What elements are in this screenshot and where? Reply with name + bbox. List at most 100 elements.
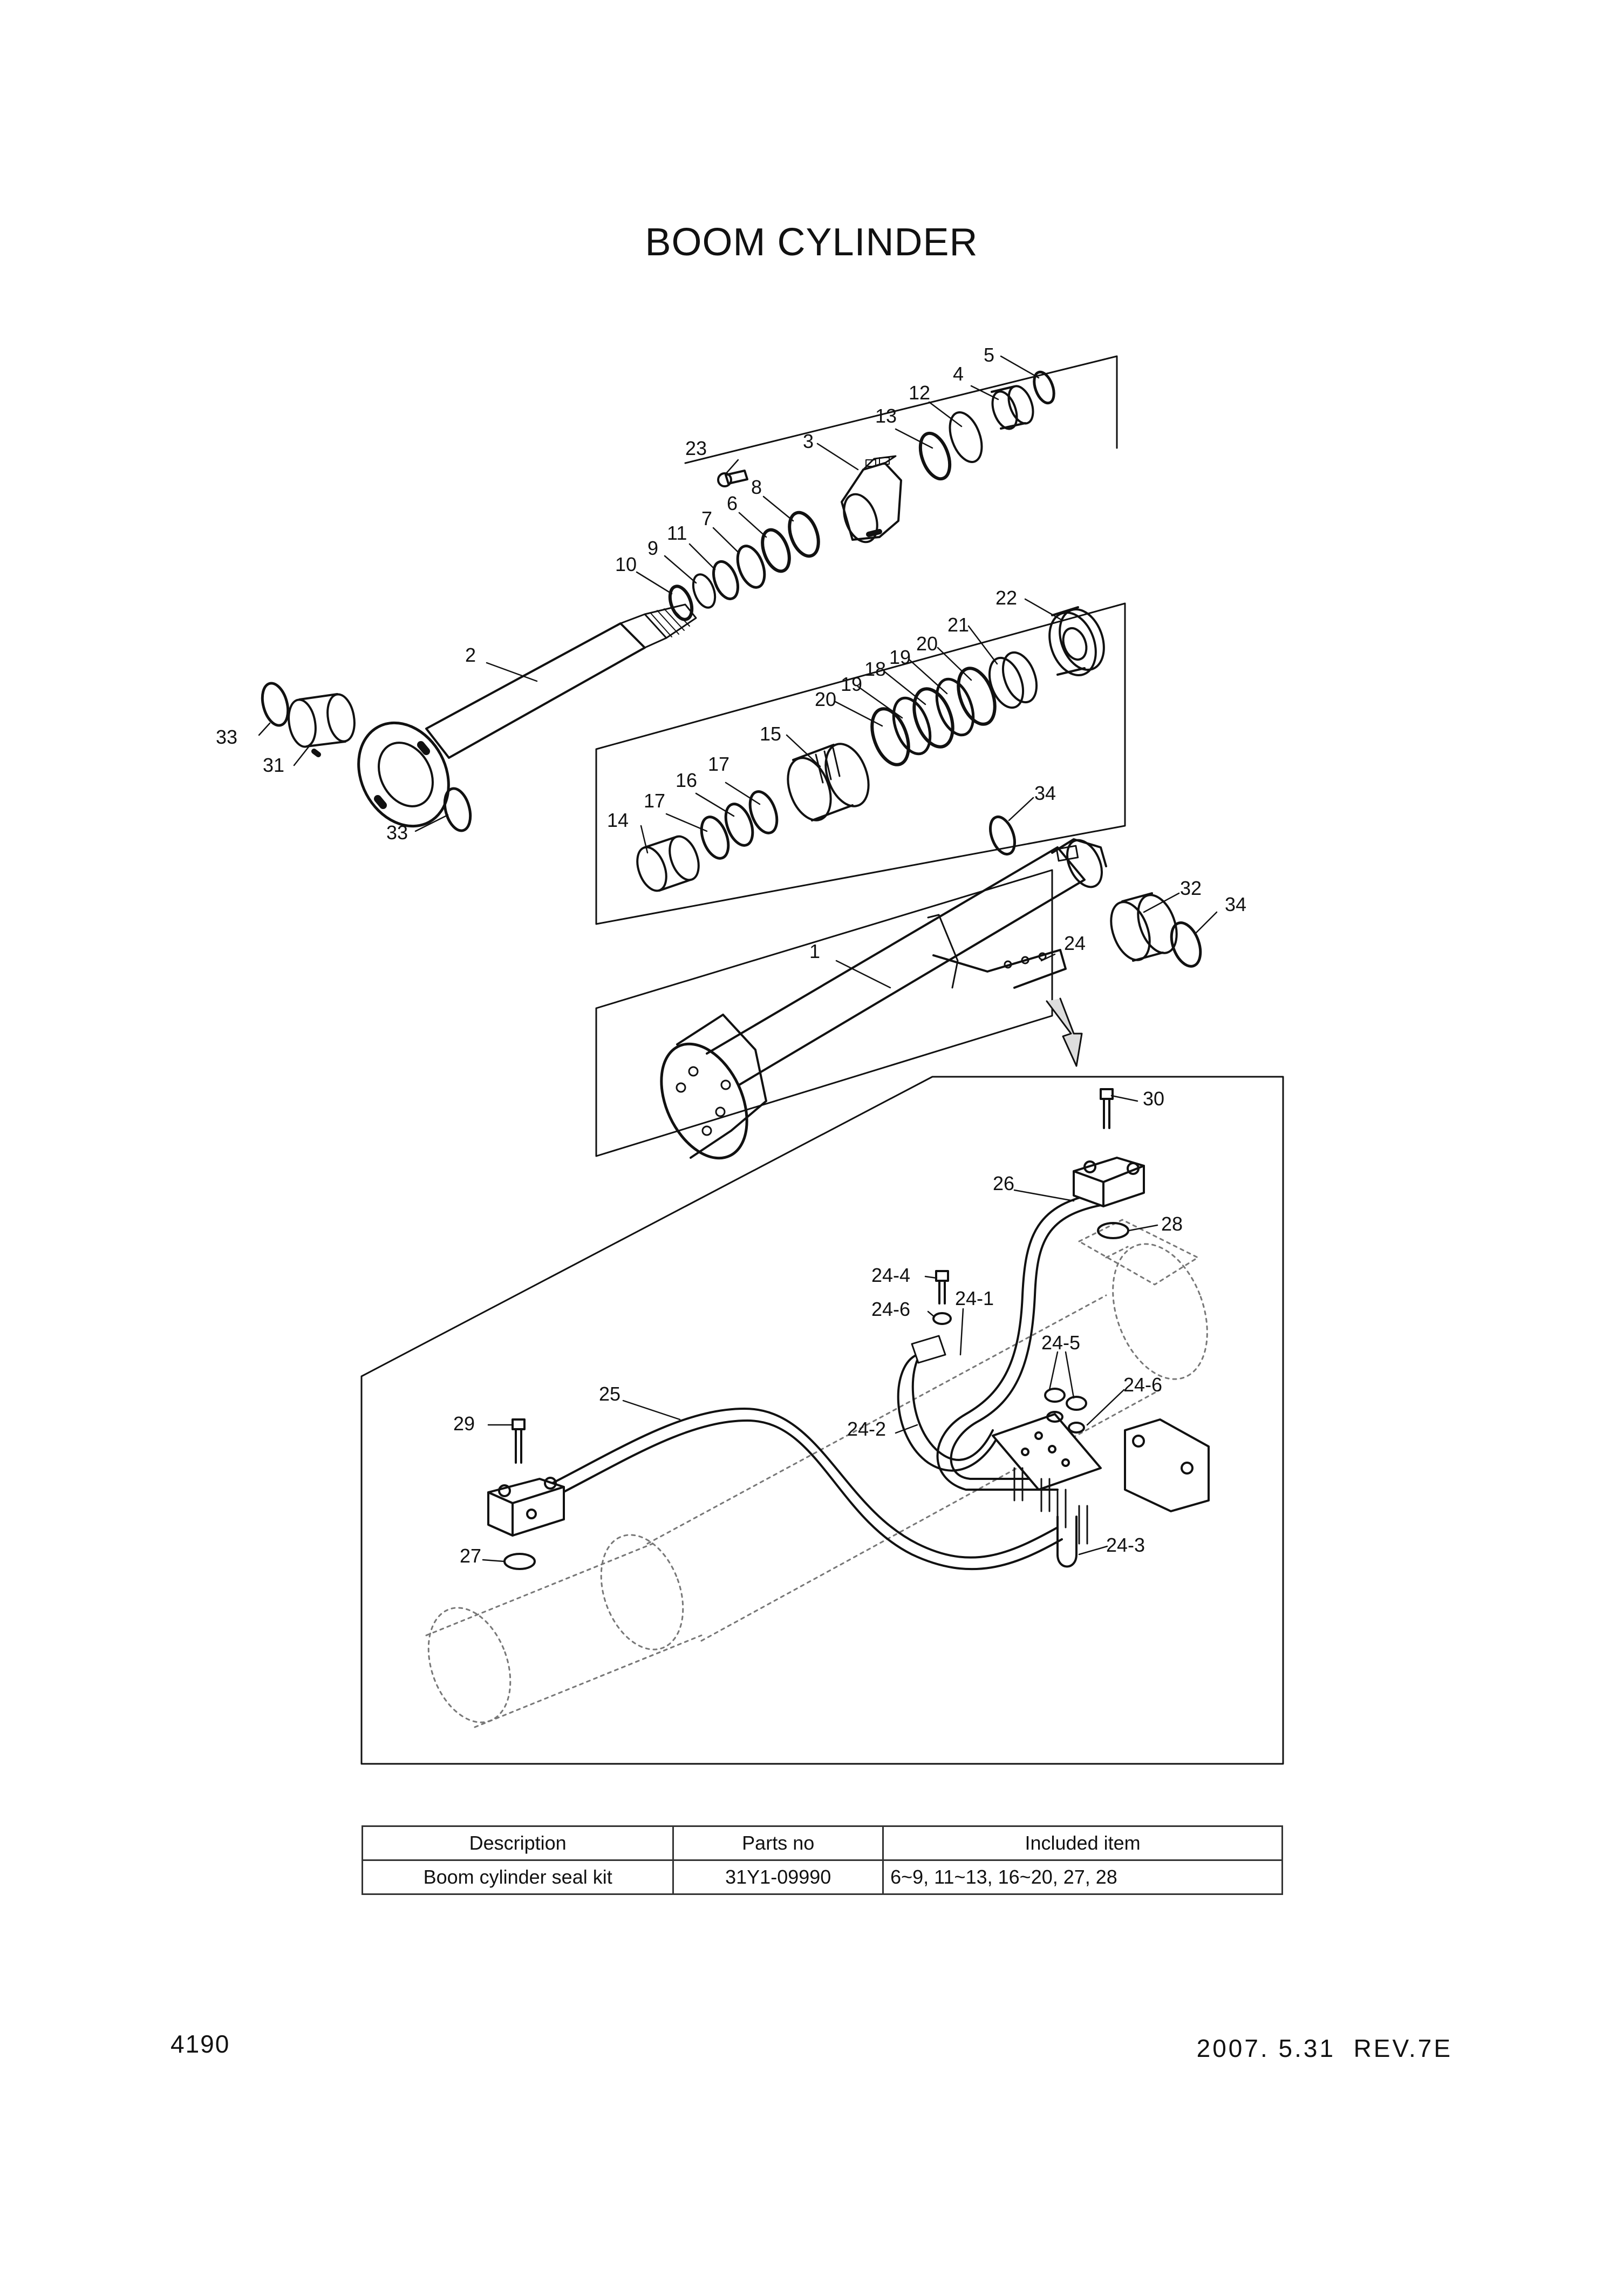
ring-19a <box>935 677 975 737</box>
snap-ring-34b <box>1170 921 1202 968</box>
callout-23: 23 <box>685 437 707 459</box>
callout-20b: 20 <box>815 688 836 710</box>
callout-15: 15 <box>760 723 781 745</box>
leader-lines <box>258 355 1218 1563</box>
o-ring-27 <box>503 1553 536 1570</box>
callout-13: 13 <box>875 405 897 427</box>
u-bolt-24-3 <box>1056 1516 1078 1568</box>
tube-group <box>595 815 1202 1160</box>
callout-19a: 19 <box>889 646 911 668</box>
snap-ring-33a <box>261 682 290 727</box>
callout-24-2: 24-2 <box>847 1418 886 1440</box>
cylinder-tube-1 <box>660 838 1107 1160</box>
callout-6: 6 <box>727 492 738 514</box>
callout-24-6a: 24-6 <box>871 1298 910 1320</box>
callout-12: 12 <box>909 382 930 404</box>
callout-31: 31 <box>263 754 284 776</box>
plate-24-2 <box>992 1413 1102 1545</box>
callout-18: 18 <box>864 658 886 680</box>
callout-24-6b: 24-6 <box>1123 1374 1162 1396</box>
callout-24-4: 24-4 <box>871 1264 910 1286</box>
o-ring-17b <box>748 790 779 834</box>
snap-ring-9 <box>692 573 717 609</box>
callout-labels: 5 4 12 13 3 23 8 6 7 11 9 10 2 33 31 33 … <box>216 344 1246 1567</box>
nut-22 <box>1048 606 1105 677</box>
washer-24-6b <box>1046 1411 1063 1423</box>
back-up-ring-13 <box>918 431 952 481</box>
o-ring-12 <box>949 411 983 463</box>
seal-kit-table: Description Parts no Included item Boom … <box>361 1825 1283 1895</box>
header-included-item: Included item <box>882 1825 1283 1861</box>
pipe-25 <box>538 1408 1059 1559</box>
page-title: BOOM CYLINDER <box>645 221 978 264</box>
o-ring-17a <box>700 816 730 860</box>
bolt-30 <box>1100 1088 1114 1129</box>
rod-group-frame <box>684 355 1118 464</box>
piston-rod <box>357 603 697 828</box>
table-header-row: Description Parts no Included item <box>361 1825 1283 1861</box>
callout-25: 25 <box>599 1383 620 1405</box>
bushing-4 <box>991 385 1034 430</box>
u-packing-10 <box>668 585 694 621</box>
pipe-flange-right <box>1124 1418 1210 1512</box>
pipe-group-detail <box>360 1076 1284 1765</box>
callout-34a: 34 <box>1034 782 1056 804</box>
phantom-cylinder <box>425 1219 1208 1728</box>
table-row: Boom cylinder seal kit 31Y1-09990 6~9, 1… <box>361 1859 1283 1895</box>
snap-ring-33b <box>443 787 472 832</box>
callout-21: 21 <box>947 614 969 636</box>
dust-wiper-8 <box>788 511 820 558</box>
cushion-ring-14 <box>636 835 700 892</box>
callout-30: 30 <box>1143 1088 1164 1110</box>
piston-15 <box>787 743 870 821</box>
callout-9: 9 <box>647 537 658 559</box>
callout-33b: 33 <box>386 821 408 844</box>
tube-group-frame <box>595 869 1053 1157</box>
snap-ring-5 <box>1033 370 1055 405</box>
detail-arrow <box>1046 997 1083 1067</box>
piston-group <box>595 602 1126 925</box>
callout-17b: 17 <box>708 753 729 775</box>
exploded-parts-diagram: 5 4 12 13 3 23 8 6 7 11 9 10 2 33 31 33 … <box>216 344 1284 1765</box>
pipe-bracket-24 <box>927 914 1067 989</box>
rod-group <box>261 355 1118 832</box>
callout-24-3: 24-3 <box>1106 1534 1145 1556</box>
ring-20b <box>870 707 910 766</box>
bolt-24-4 <box>935 1270 949 1305</box>
bushing-32 <box>1110 892 1178 962</box>
callout-20a: 20 <box>916 633 938 655</box>
bolt-29 <box>512 1418 526 1464</box>
pipe-26 <box>936 1192 1102 1491</box>
callout-17a: 17 <box>644 790 665 812</box>
callout-2: 2 <box>465 644 476 666</box>
callout-34b: 34 <box>1225 893 1246 915</box>
pipe-group-frame <box>360 1076 1284 1765</box>
back-up-ring-16 <box>724 803 754 847</box>
callout-29: 29 <box>453 1412 475 1435</box>
bushing-31 <box>288 693 356 757</box>
rod-seal-6 <box>761 528 791 573</box>
nut-24-5b <box>1066 1396 1087 1411</box>
snap-ring-34a <box>989 815 1016 856</box>
callout-24-1: 24-1 <box>955 1287 994 1309</box>
callout-4: 4 <box>953 363 964 385</box>
callout-27: 27 <box>460 1545 481 1567</box>
cell-description: Boom cylinder seal kit <box>361 1859 674 1895</box>
callout-28: 28 <box>1161 1213 1183 1235</box>
rod-cover-3 <box>841 455 902 544</box>
callout-24: 24 <box>1064 932 1086 954</box>
callout-8: 8 <box>751 476 762 498</box>
hex-bolt-23 <box>717 470 748 487</box>
nut-24-5a <box>1044 1388 1066 1403</box>
clamp-24-1 <box>897 1335 999 1472</box>
callout-14: 14 <box>607 809 629 831</box>
callout-1: 1 <box>809 940 820 962</box>
callout-19b: 19 <box>841 673 862 695</box>
callout-26: 26 <box>993 1172 1014 1194</box>
ring-20a <box>957 667 997 726</box>
washer-24-6c <box>1068 1422 1085 1434</box>
callout-24-5: 24-5 <box>1041 1332 1080 1354</box>
cell-parts-no: 31Y1-09990 <box>672 1859 884 1895</box>
callout-11: 11 <box>667 522 687 544</box>
callout-22: 22 <box>995 587 1017 609</box>
